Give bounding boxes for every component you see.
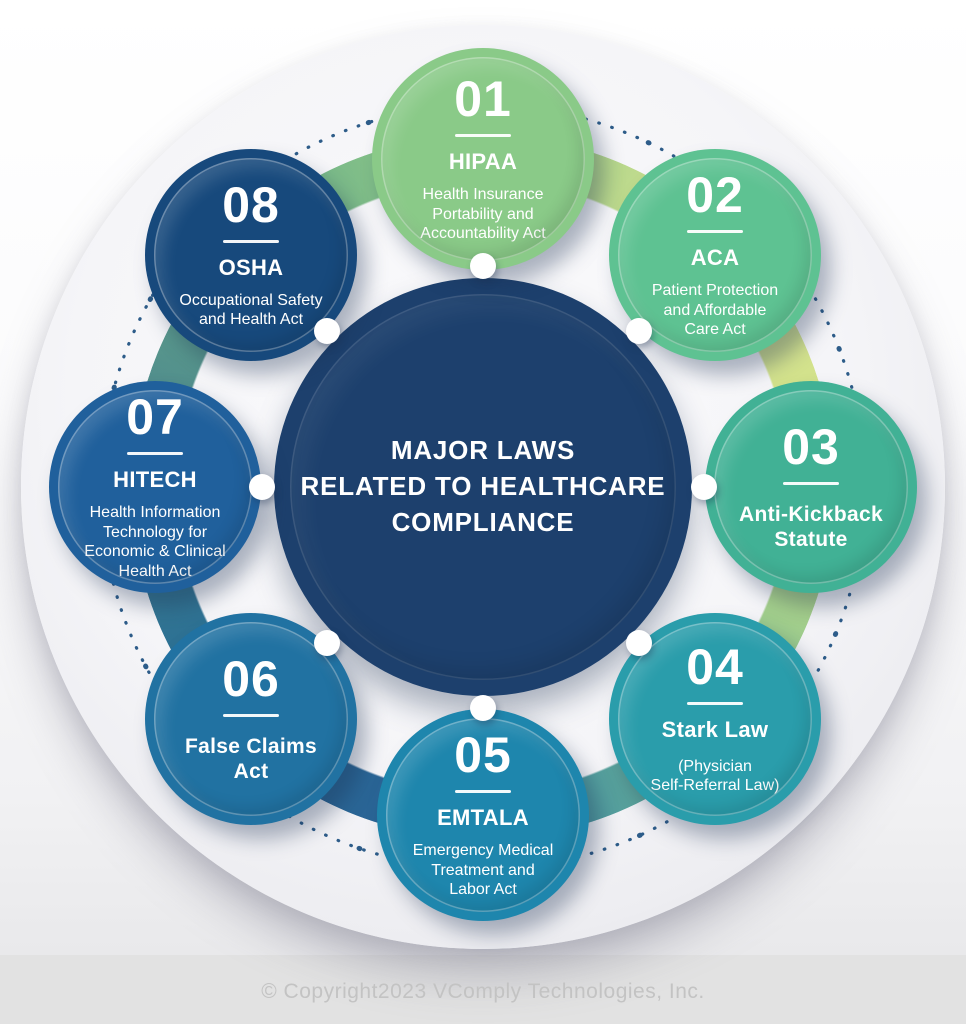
connector-dot — [314, 318, 340, 344]
connector-dot — [470, 695, 496, 721]
bubble-name: Stark Law — [661, 717, 769, 742]
bubble-divider — [783, 481, 839, 485]
bubble-divider — [455, 134, 511, 138]
connector-dot — [314, 630, 340, 656]
connector-dot — [691, 474, 717, 500]
bubble-number: 01 — [454, 71, 512, 128]
bubble-name: HITECH — [113, 467, 197, 493]
connector-dot — [626, 630, 652, 656]
center-title: MAJOR LAWS RELATED TO HEALTHCARE COMPLIA… — [300, 435, 666, 537]
bubble-description: (Physician Self-Referral Law) — [650, 757, 780, 795]
center-circle: MAJOR LAWS RELATED TO HEALTHCARE COMPLIA… — [274, 278, 692, 696]
bubble-description: Emergency Medical Treatment and Labor Ac… — [412, 842, 554, 899]
bubble-name: False Claims Act — [185, 734, 317, 783]
law-bubble-stark-law: 04 Stark Law (Physician Self-Referral La… — [609, 613, 821, 825]
bubble-divider — [455, 790, 511, 794]
bubble-divider — [687, 230, 743, 234]
bubble-name: Anti-Kickback Statute — [739, 502, 883, 551]
bubble-divider — [223, 240, 279, 243]
footer-copyright: © Copyright2023 VComply Technologies, In… — [261, 980, 705, 1003]
law-bubble-aca: 02 ACA Patient Protection and Affordable… — [609, 149, 821, 361]
law-bubble-anti-kickback: 03 Anti-Kickback Statute — [705, 381, 917, 593]
bubble-description: Health Insurance Portability and Account… — [420, 186, 546, 243]
bubble-divider — [223, 713, 279, 717]
bubble-number: 02 — [686, 167, 744, 224]
connector-dot — [626, 318, 652, 344]
bubble-name: ACA — [690, 245, 740, 271]
bubble-name: HIPAA — [448, 149, 518, 175]
bubble-divider — [127, 452, 183, 456]
bubble-number: 07 — [126, 389, 184, 446]
bubble-number: 08 — [222, 177, 280, 233]
bubble-number: 05 — [454, 727, 512, 784]
bubble-description: Health Information Technology for Econom… — [84, 504, 226, 580]
bubble-description: Patient Protection and Affordable Care A… — [651, 282, 779, 339]
connector-dot — [249, 474, 275, 500]
bubble-description: Occupational Safety and Health Act — [179, 291, 323, 329]
law-bubble-emtala: 05 EMTALA Emergency Medical Treatment an… — [377, 709, 589, 921]
bubble-name: EMTALA — [437, 805, 529, 831]
bubble-divider — [687, 702, 743, 705]
law-bubble-hitech: 07 HITECH Health Information Technology … — [49, 381, 261, 593]
bubble-number: 03 — [782, 418, 840, 475]
bubble-number: 04 — [686, 639, 744, 695]
bubble-name: OSHA — [218, 255, 284, 280]
bubble-number: 06 — [222, 650, 280, 707]
connector-dot — [470, 253, 496, 279]
footer-band — [0, 955, 966, 1024]
law-bubble-hipaa: 01 HIPAA Health Insurance Portability an… — [372, 48, 594, 270]
